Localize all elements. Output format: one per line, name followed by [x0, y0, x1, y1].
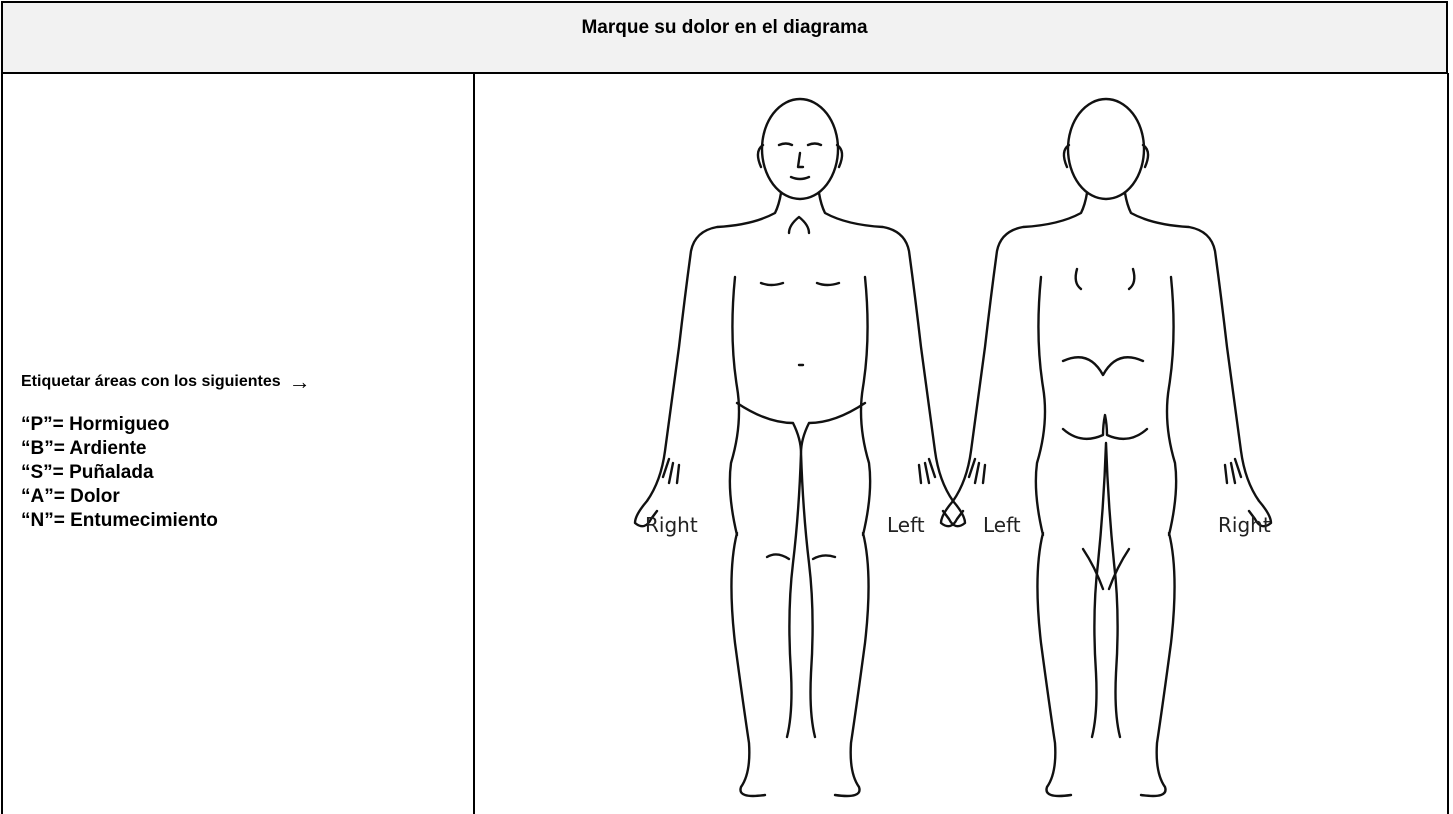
front-eyes — [779, 144, 821, 146]
legend-code: “S”= — [21, 462, 64, 483]
page-title: Marque su dolor en el diagrama — [3, 17, 1446, 39]
legend-item: “N”= Entumecimiento — [21, 509, 311, 533]
back-torso-outline — [941, 193, 1271, 526]
back-side-torso — [1036, 277, 1176, 535]
front-right-label: Right — [645, 513, 698, 537]
body-diagram[interactable] — [473, 73, 1447, 814]
legend-meaning: Entumecimiento — [70, 510, 218, 531]
instructions: Etiquetar áreas con los siguientes → “P”… — [21, 373, 311, 533]
legend-meaning: Puñalada — [69, 462, 153, 483]
instructions-cell: Etiquetar áreas con los siguientes → “P”… — [1, 73, 475, 814]
header-row: Marque su dolor en el diagrama — [1, 1, 1448, 74]
legend-code: “A”= — [21, 486, 65, 507]
legend-meaning: Dolor — [70, 486, 120, 507]
legend-item: “A”= Dolor — [21, 485, 311, 509]
back-head-outline — [1068, 99, 1144, 199]
instructions-intro: Etiquetar áreas con los siguientes → — [21, 373, 311, 391]
legend-meaning: Ardiente — [69, 438, 146, 459]
back-waist — [1063, 357, 1143, 375]
front-groin — [737, 403, 865, 453]
legend-item: “S”= Puñalada — [21, 461, 311, 485]
legend-item: “B”= Ardiente — [21, 437, 311, 461]
front-head-outline — [762, 99, 838, 199]
legend-list: “P”= Hormigueo “B”= Ardiente “S”= Puñala… — [21, 413, 311, 533]
diagram-cell: Right Left Left Right — [473, 73, 1449, 814]
front-legs-outline — [731, 453, 868, 796]
front-body-figure — [635, 99, 965, 796]
back-buttocks — [1063, 415, 1147, 439]
back-body-figure — [941, 99, 1271, 796]
legend-code: “N”= — [21, 510, 65, 531]
back-shoulder-blades — [1076, 269, 1135, 289]
back-legs-outline — [1037, 443, 1174, 796]
legend-meaning: Hormigueo — [69, 414, 169, 435]
back-left-label: Left — [983, 513, 1021, 537]
front-chest-lines — [761, 217, 839, 285]
right-arrow-icon: → — [289, 374, 311, 390]
legend-code: “P”= — [21, 414, 64, 435]
instructions-intro-text: Etiquetar áreas con los siguientes — [21, 373, 281, 391]
back-right-label: Right — [1218, 513, 1271, 537]
legend-code: “B”= — [21, 438, 65, 459]
front-knees — [767, 554, 835, 559]
front-nose-mouth — [791, 153, 809, 179]
back-knees — [1083, 549, 1129, 589]
front-left-label: Left — [887, 513, 925, 537]
legend-item: “P”= Hormigueo — [21, 413, 311, 437]
